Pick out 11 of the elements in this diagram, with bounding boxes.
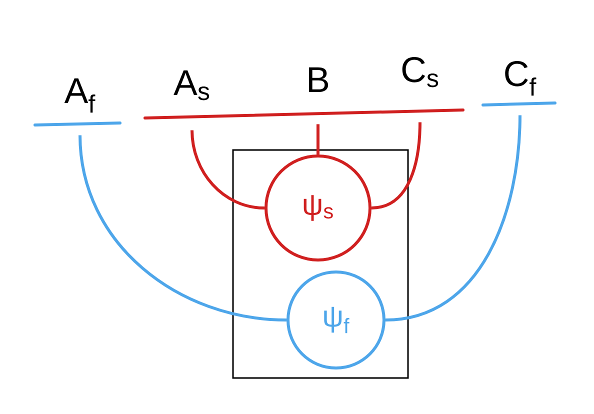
index-label: C$_{s}$ (402, 56, 438, 88)
connector-line (190, 130, 265, 210)
index-label: A$_{s}$ (174, 70, 210, 100)
connector-line (78, 135, 287, 322)
frame-box (232, 149, 409, 379)
index-label: B (308, 67, 328, 92)
connector-line (385, 115, 522, 322)
connector-line (316, 124, 320, 154)
index-label: A$_{f}$ (64, 78, 96, 113)
index-label: C$_{f}$ (505, 60, 536, 96)
connector-line (371, 122, 422, 210)
